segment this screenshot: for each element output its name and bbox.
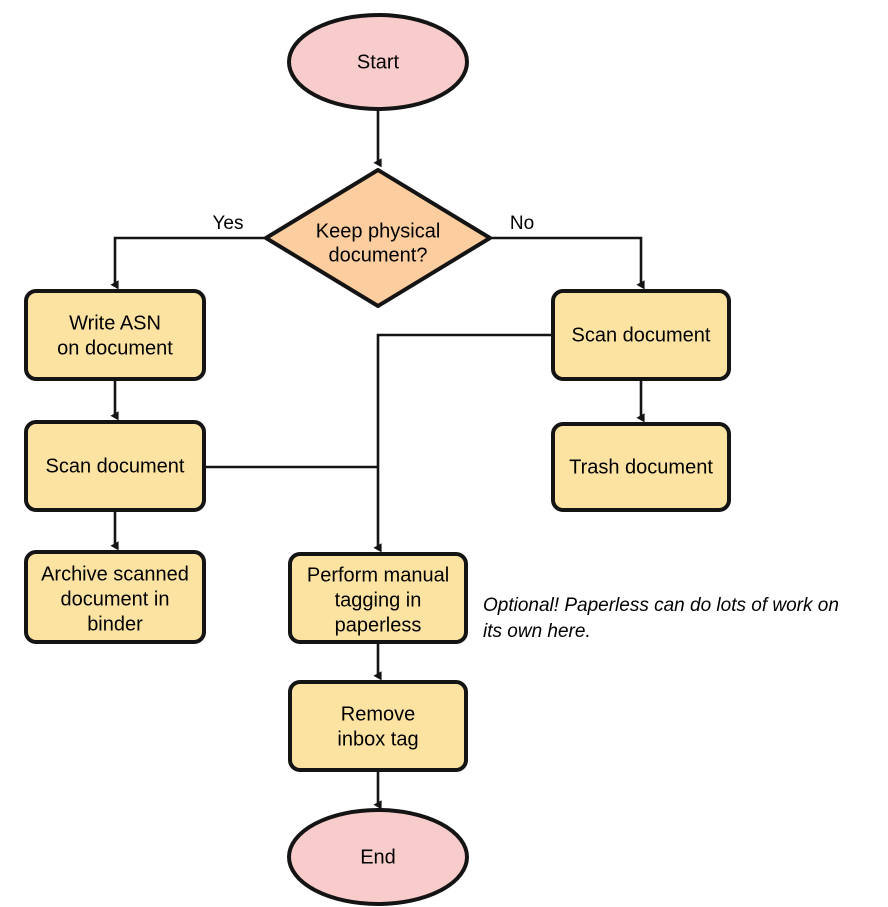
- edge-label-no: No: [510, 213, 534, 234]
- remove-inbox-label-line2: inbox tag: [337, 728, 418, 750]
- node-scan-document-right[interactable]: Scan document: [551, 289, 731, 381]
- annotation-line2: its own here.: [483, 621, 591, 642]
- start-label: Start: [357, 51, 400, 73]
- node-write-asn-on-document[interactable]: Write ASN on document: [24, 289, 206, 381]
- manual-tagging-label-line1: Perform manual: [307, 564, 449, 586]
- edge-decision-yes-to-write-asn: [110, 236, 266, 290]
- decision-label-line2: document?: [329, 244, 428, 266]
- edge-decision-no-to-scan-right: [490, 236, 645, 290]
- scan-right-box-shape: [551, 289, 731, 381]
- node-decision-keep-physical-document[interactable]: Keep physical document?: [264, 168, 492, 308]
- start-ellipse-shape: [287, 13, 469, 111]
- archive-label-line3: binder: [87, 613, 143, 635]
- decision-diamond-shape: [264, 168, 492, 308]
- manual-tagging-label-line3: paperless: [335, 614, 422, 636]
- end-ellipse-shape: [287, 808, 469, 906]
- write-asn-label-line1: Write ASN: [69, 312, 161, 334]
- archive-label-line2: document in: [61, 588, 170, 610]
- archive-box-shape: [24, 550, 206, 644]
- connector-layer: [110, 110, 645, 810]
- edge-label-yes: Yes: [213, 213, 244, 234]
- write-asn-box-shape: [24, 289, 206, 381]
- end-label: End: [360, 846, 396, 868]
- trash-box-shape: [551, 422, 731, 512]
- node-end[interactable]: End: [287, 808, 469, 906]
- edge-scan-right-to-manual-tagging: [373, 333, 553, 553]
- manual-tagging-label-line2: tagging in: [335, 589, 422, 611]
- scan-left-box-shape: [24, 420, 206, 512]
- decision-label-line1: Keep physical: [316, 220, 441, 242]
- annotation-line1: Optional! Paperless can do lots of work …: [483, 595, 839, 616]
- node-perform-manual-tagging[interactable]: Perform manual tagging in paperless: [288, 552, 468, 644]
- scan-left-label: Scan document: [46, 455, 185, 477]
- remove-inbox-box-shape: [288, 680, 468, 772]
- trash-label: Trash document: [569, 456, 713, 478]
- node-start[interactable]: Start: [287, 13, 469, 111]
- scan-right-label: Scan document: [572, 324, 711, 346]
- node-archive-scanned-document[interactable]: Archive scanned document in binder: [24, 550, 206, 644]
- annotation-optional-paperless-note: Optional! Paperless can do lots of work …: [483, 595, 839, 642]
- manual-tagging-box-shape: [288, 552, 468, 644]
- node-scan-document-left[interactable]: Scan document: [24, 420, 206, 512]
- node-trash-document[interactable]: Trash document: [551, 422, 731, 512]
- node-remove-inbox-tag[interactable]: Remove inbox tag: [288, 680, 468, 772]
- write-asn-label-line2: on document: [57, 337, 173, 359]
- archive-label-line1: Archive scanned: [41, 563, 189, 585]
- remove-inbox-label-line1: Remove: [341, 703, 415, 725]
